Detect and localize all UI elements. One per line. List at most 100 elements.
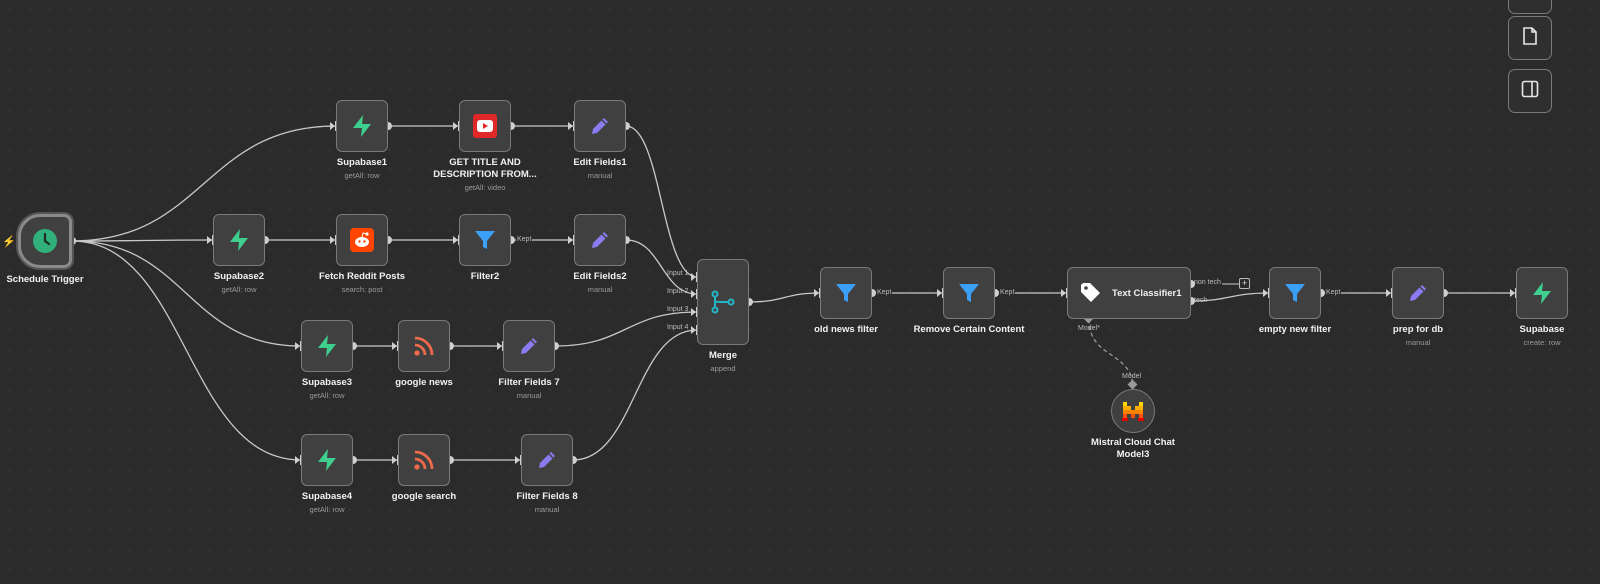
edit-fields2-label: Edit Fields2 manual [573, 271, 626, 294]
tech-output-label: tech [1194, 297, 1208, 304]
reddit-label: Fetch Reddit Posts search: post [319, 271, 405, 294]
model-port [1127, 379, 1138, 390]
reddit-icon [349, 227, 375, 253]
note-icon [1522, 26, 1538, 50]
old-news-filter-node[interactable] [820, 267, 872, 319]
toggle-panel-button[interactable] [1508, 69, 1552, 113]
wire-arrowhead [295, 456, 300, 464]
youtube-label: GET TITLE AND DESCRIPTION FROM... getAll… [433, 157, 536, 192]
node-subtitle: manual [587, 170, 613, 180]
supabase-create-node[interactable] [1516, 267, 1568, 319]
edit-fields1-node[interactable] [574, 100, 626, 152]
node-title: Fetch Reddit Posts [318, 271, 406, 282]
node-title: Merge [709, 350, 737, 361]
wire-arrowhead [1386, 289, 1391, 297]
node-subtitle: getAll: video [464, 182, 506, 192]
mistral-label: Mistral Cloud Chat Model3 [1091, 437, 1175, 461]
wire-arrowhead [392, 342, 397, 350]
connection-wire [71, 239, 214, 242]
wire-arrowhead [207, 236, 212, 244]
wire-arrowhead [568, 236, 573, 244]
supabase2-label: Supabase2 getAll: row [214, 271, 264, 294]
node-title: Supabase1 [336, 157, 388, 168]
reddit-node[interactable] [336, 214, 388, 266]
node-title: Filter2 [470, 271, 500, 282]
old-news-filter-label: old news filter [814, 324, 878, 336]
wire-arrowhead [1061, 289, 1066, 297]
pencil-icon [1405, 280, 1431, 306]
node-title: Filter Fields 8 [516, 491, 578, 502]
tag-icon [1078, 280, 1104, 306]
connection-wire [625, 125, 698, 278]
filter-fields8-node[interactable] [521, 434, 573, 486]
node-title-line2: DESCRIPTION FROM... [433, 168, 537, 180]
node-subtitle: search: post [341, 284, 383, 294]
node-subtitle: getAll: row [309, 504, 345, 514]
supabase1-node[interactable] [336, 100, 388, 152]
google-search-node[interactable] [398, 434, 450, 486]
wire-arrowhead [691, 326, 696, 334]
empty-new-filter-label: empty new filter [1259, 324, 1331, 336]
edge-label-kept: Kept [1325, 289, 1342, 296]
rss-icon [411, 447, 437, 473]
filter2-node[interactable] [459, 214, 511, 266]
node-title: Text Classifier1 [1112, 287, 1182, 299]
prep-for-db-node[interactable] [1392, 267, 1444, 319]
pencil-icon [516, 333, 542, 359]
supabase-icon [1529, 280, 1555, 306]
node-subtitle: manual [1405, 337, 1431, 347]
wire-arrowhead [691, 290, 696, 298]
model-port-label: Model* [1078, 325, 1100, 332]
rss-icon [411, 333, 437, 359]
wire-arrowhead [497, 342, 502, 350]
supabase4-label: Supabase4 getAll: row [302, 491, 352, 514]
edit-fields1-label: Edit Fields1 manual [573, 157, 626, 180]
supabase-create-label: Supabase create: row [1520, 324, 1565, 347]
sticky-note-button[interactable] [1508, 16, 1552, 60]
supabase4-node[interactable] [301, 434, 353, 486]
filter-icon [956, 280, 982, 306]
wire-arrowhead [392, 456, 397, 464]
edit-fields2-node[interactable] [574, 214, 626, 266]
google-search-label: google search [392, 491, 456, 503]
merge-input4-label: Input 4 [667, 324, 689, 331]
supabase-icon [349, 113, 375, 139]
youtube-node[interactable] [459, 100, 511, 152]
plus-icon[interactable]: + [1239, 278, 1250, 289]
supabase3-node[interactable] [301, 320, 353, 372]
node-title: Supabase2 [213, 271, 265, 282]
filter-icon [472, 227, 498, 253]
wire-arrowhead [515, 456, 520, 464]
node-title-line1: Mistral Cloud Chat [1091, 437, 1175, 448]
pencil-icon [587, 227, 613, 253]
mistral-node[interactable] [1111, 389, 1155, 433]
edge-label-kept: Kept [999, 289, 1016, 296]
toolbar-button[interactable] [1508, 0, 1552, 14]
node-title: old news filter [814, 324, 878, 335]
google-news-node[interactable] [398, 320, 450, 372]
schedule-trigger-label: Schedule Trigger [6, 274, 83, 286]
mistral-icon [1120, 398, 1146, 424]
node-title: empty new filter [1258, 324, 1332, 335]
supabase2-node[interactable] [213, 214, 265, 266]
mistral-port-label: Model [1122, 373, 1142, 380]
filter-fields7-node[interactable] [503, 320, 555, 372]
schedule-trigger-node[interactable] [18, 214, 72, 268]
node-title: Filter Fields 7 [498, 377, 560, 388]
merge-icon [710, 289, 736, 315]
wire-arrowhead [453, 122, 458, 130]
empty-new-filter-node[interactable] [1269, 267, 1321, 319]
node-subtitle: manual [534, 504, 560, 514]
supabase3-label: Supabase3 getAll: row [302, 377, 352, 400]
text-classifier-node[interactable]: Text Classifier1 [1067, 267, 1191, 319]
supabase1-label: Supabase1 getAll: row [337, 157, 387, 180]
wire-arrowhead [691, 308, 696, 316]
filter2-label: Filter2 [471, 271, 500, 283]
trigger-bolt-icon: ⚡ [2, 236, 16, 248]
node-title: google search [391, 491, 457, 502]
merge-node[interactable] [697, 259, 749, 345]
connection-wire [572, 329, 698, 461]
non-tech-output-label: non tech [1194, 279, 1221, 286]
remove-content-node[interactable] [943, 267, 995, 319]
